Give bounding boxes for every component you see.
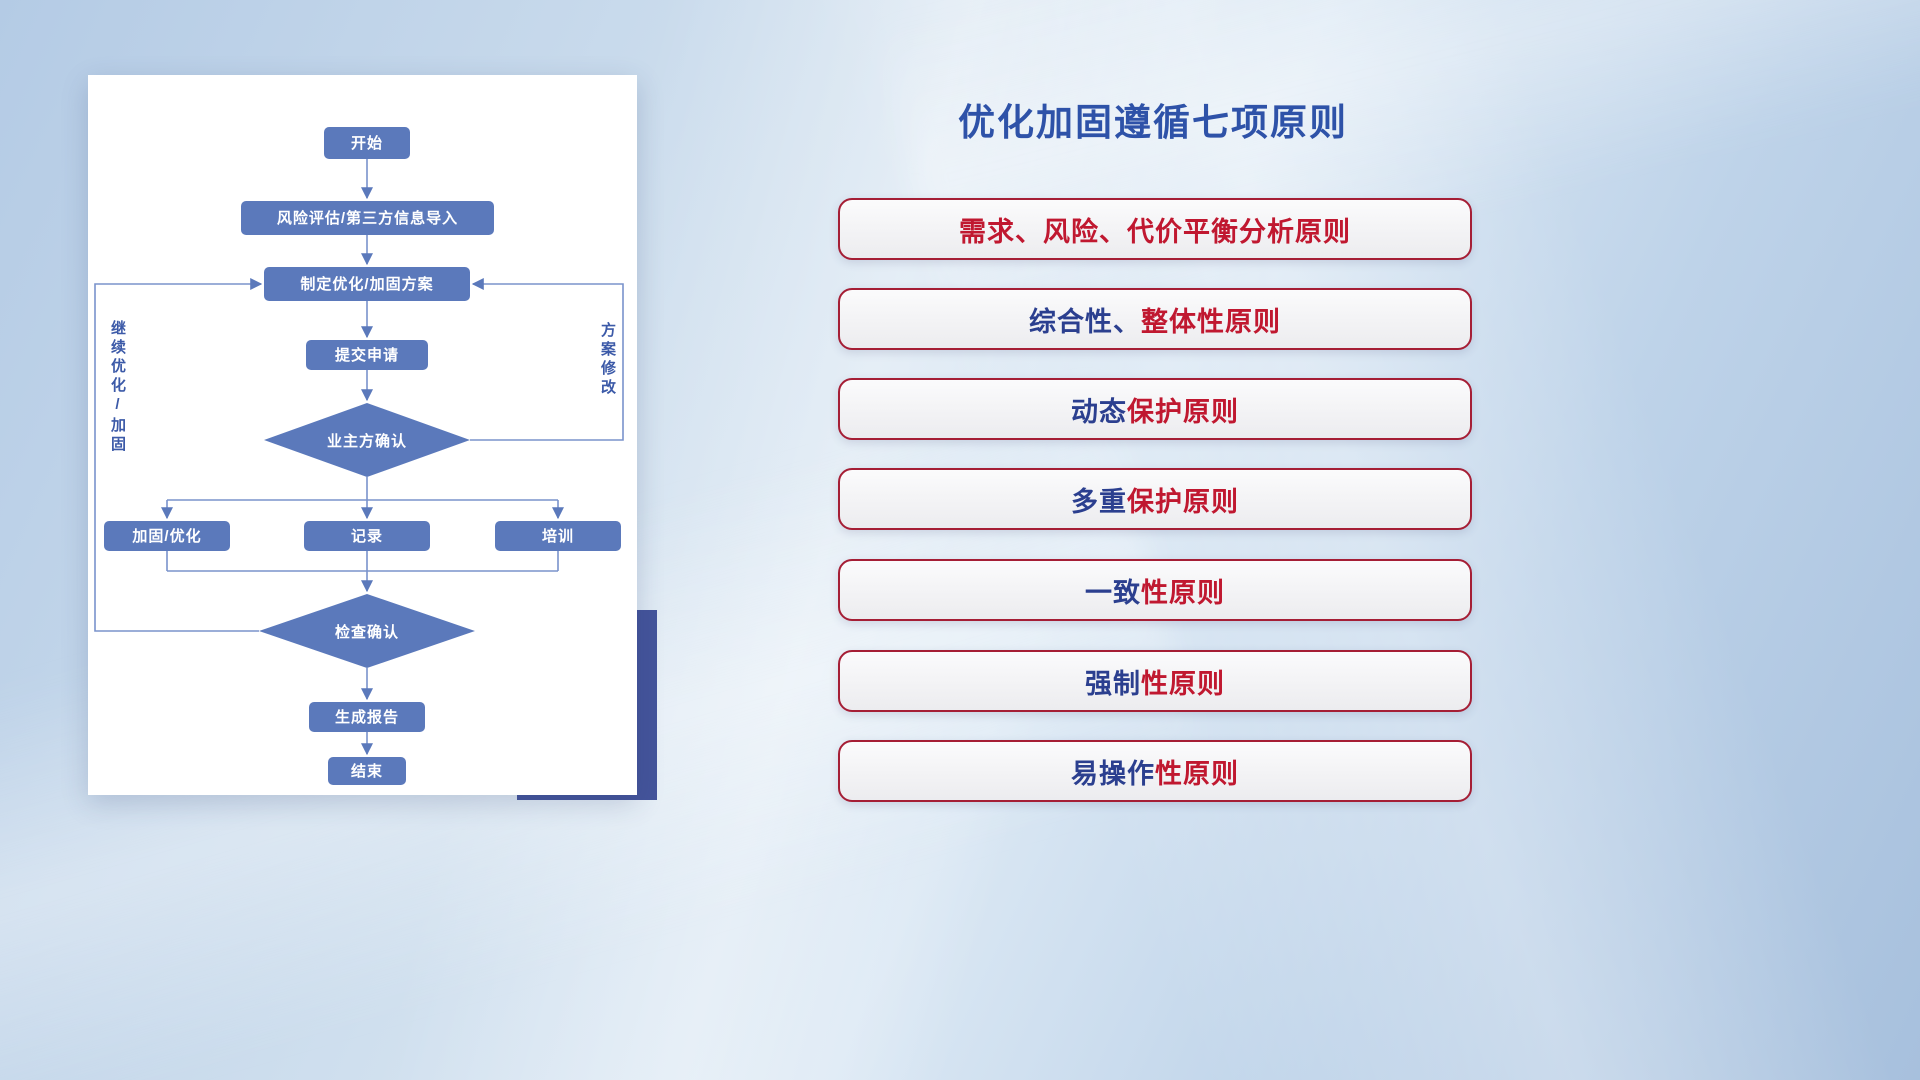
flow-node-harden-optimize: 加固/优化	[104, 521, 230, 551]
principle-item-4: 多重保护原则	[838, 468, 1472, 530]
flow-node-generate-report: 生成报告	[309, 702, 425, 732]
principle-text-blue: 多重	[1071, 486, 1127, 517]
principle-text-red: 保护原则	[1127, 486, 1239, 517]
principle-item-3: 动态保护原则	[838, 378, 1472, 440]
principle-item-7: 易操作性原则	[838, 740, 1472, 802]
principle-text-blue: 一致	[1085, 577, 1141, 608]
principle-text-red: 需求、风险、代价平衡分析原则	[959, 216, 1351, 247]
principle-item-1: 需求、风险、代价平衡分析原则	[838, 198, 1472, 260]
principle-text-blue: 易操作	[1071, 758, 1155, 789]
principle-item-2: 综合性、整体性原则	[838, 288, 1472, 350]
principles-title: 优化加固遵循七项原则	[958, 102, 1348, 143]
edge-label-continue-optimize: 继续优化/加固	[109, 320, 126, 455]
flow-node-end: 结束	[328, 757, 406, 785]
principle-text-red: 保护原则	[1127, 396, 1239, 427]
principle-text-red: 性原则	[1141, 577, 1225, 608]
edge-label-plan-modify: 方案修改	[599, 322, 616, 398]
principle-text-blue: 动态	[1071, 396, 1127, 427]
principle-text-red: 整体性原则	[1141, 306, 1281, 337]
flow-node-record: 记录	[304, 521, 430, 551]
flowchart-connectors	[94, 159, 624, 756]
principle-text-blue: 综合性、	[1029, 306, 1141, 337]
flow-node-training: 培训	[495, 521, 621, 551]
flow-node-risk-import: 风险评估/第三方信息导入	[241, 201, 494, 235]
principle-text-blue: 强制	[1085, 668, 1141, 699]
principle-text-red: 性原则	[1155, 758, 1239, 789]
principle-text-red: 性原则	[1141, 668, 1225, 699]
principle-item-5: 一致性原则	[838, 559, 1472, 621]
principle-item-6: 强制性原则	[838, 650, 1472, 712]
flow-node-start: 开始	[324, 127, 410, 159]
flow-node-make-plan: 制定优化/加固方案	[264, 267, 470, 301]
flowchart-panel: 开始 风险评估/第三方信息导入 制定优化/加固方案 提交申请 业主方确认 加固/…	[88, 75, 637, 795]
flow-node-submit: 提交申请	[306, 340, 428, 370]
